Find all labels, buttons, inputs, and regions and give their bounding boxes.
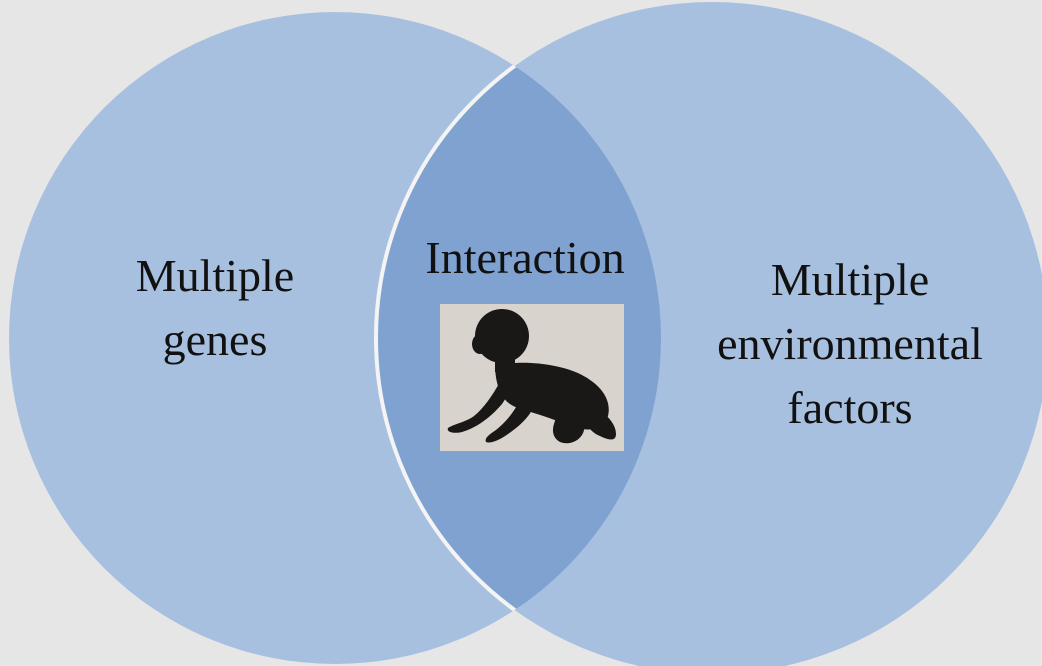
right-set-line-3: factors (787, 382, 913, 433)
intersection-label: Interaction (395, 226, 655, 290)
intersection-region (376, 12, 661, 664)
baby-silhouette (447, 309, 616, 444)
right-set-label: Multiple environmental factors (680, 248, 1020, 440)
left-set-line-2: genes (162, 314, 268, 365)
right-circle-edge (374, 12, 661, 664)
right-set-line-2: environmental (717, 318, 983, 369)
crawling-baby-icon (440, 304, 624, 451)
intersection-text: Interaction (425, 232, 625, 283)
left-set-label: Multiple genes (70, 244, 360, 372)
right-set-line-1: Multiple (770, 254, 930, 305)
left-set-line-1: Multiple (135, 250, 295, 301)
